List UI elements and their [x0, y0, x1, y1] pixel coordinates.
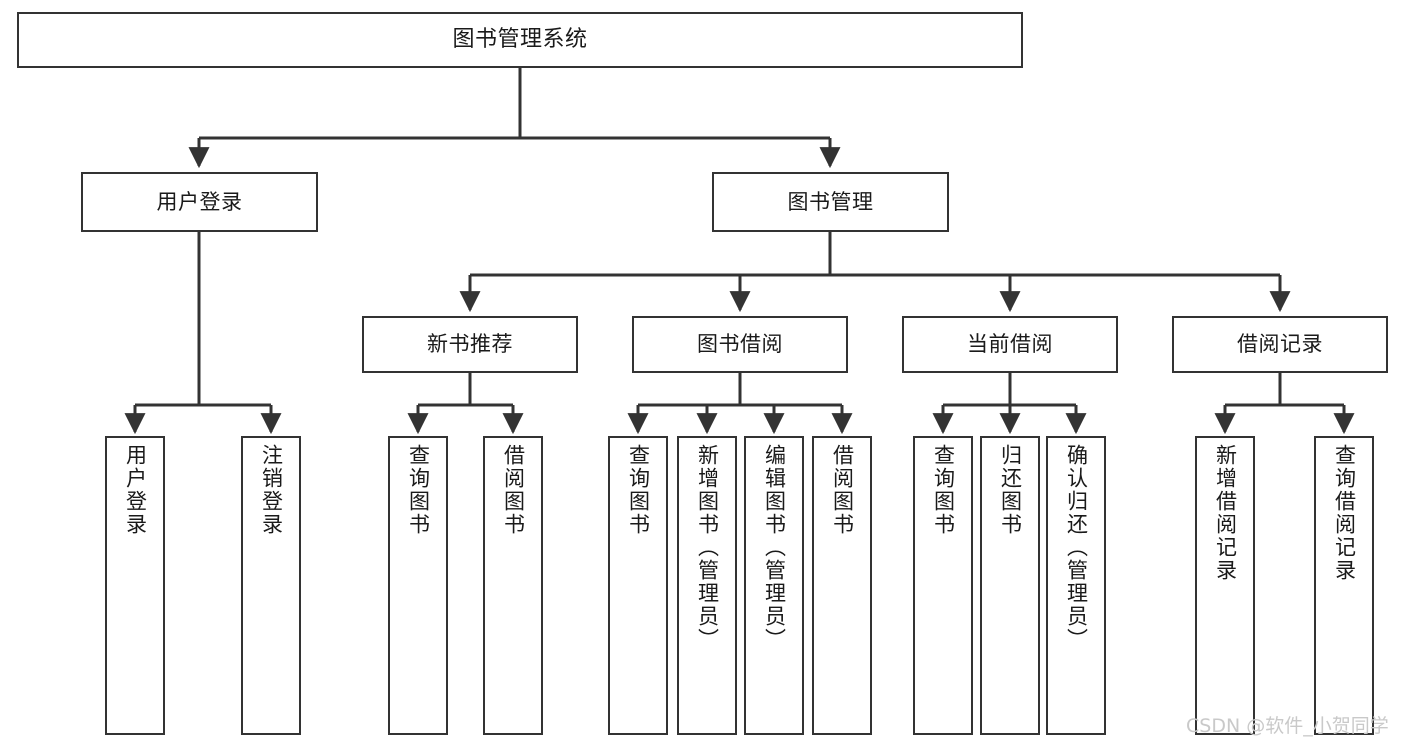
leaf-current-confirm-return-admin-label: 确认归还（管理员）	[1064, 444, 1089, 651]
leaf-borrow-add-book-admin-label: 新增图书（管理员）	[695, 444, 720, 651]
leaf-borrow-query-book-label: 查询图书	[626, 444, 651, 536]
node-current-borrow[interactable]: 当前借阅	[902, 316, 1118, 373]
node-new-book-recommend[interactable]: 新书推荐	[362, 316, 578, 373]
leaf-current-query-book-label: 查询图书	[931, 444, 956, 536]
leaf-newbook-borrow-book-label: 借阅图书	[501, 444, 526, 536]
leaf-current-return-book[interactable]: 归还图书	[980, 436, 1040, 735]
node-new-book-recommend-label: 新书推荐	[427, 332, 513, 357]
node-book-management[interactable]: 图书管理	[712, 172, 949, 232]
leaf-newbook-query-book-label: 查询图书	[406, 444, 431, 536]
leaf-logout[interactable]: 注销登录	[241, 436, 301, 735]
leaf-borrow-edit-book-admin[interactable]: 编辑图书（管理员）	[744, 436, 804, 735]
leaf-borrow-borrow-book-label: 借阅图书	[830, 444, 855, 536]
leaf-record-query-record[interactable]: 查询借阅记录	[1314, 436, 1374, 735]
node-user-login-label: 用户登录	[156, 189, 243, 214]
node-book-borrow-label: 图书借阅	[697, 332, 783, 357]
leaf-borrow-add-book-admin[interactable]: 新增图书（管理员）	[677, 436, 737, 735]
node-book-borrow[interactable]: 图书借阅	[632, 316, 848, 373]
leaf-borrow-borrow-book[interactable]: 借阅图书	[812, 436, 872, 735]
node-user-login[interactable]: 用户登录	[81, 172, 318, 232]
leaf-record-query-record-label: 查询借阅记录	[1332, 444, 1357, 582]
leaf-borrow-query-book[interactable]: 查询图书	[608, 436, 668, 735]
leaf-newbook-query-book[interactable]: 查询图书	[388, 436, 448, 735]
leaf-record-add-record[interactable]: 新增借阅记录	[1195, 436, 1255, 735]
leaf-current-return-book-label: 归还图书	[998, 444, 1023, 536]
node-borrow-record[interactable]: 借阅记录	[1172, 316, 1388, 373]
node-borrow-record-label: 借阅记录	[1237, 332, 1323, 357]
leaf-borrow-edit-book-admin-label: 编辑图书（管理员）	[762, 444, 787, 651]
leaf-current-query-book[interactable]: 查询图书	[913, 436, 973, 735]
leaf-record-add-record-label: 新增借阅记录	[1213, 444, 1238, 582]
leaf-current-confirm-return-admin[interactable]: 确认归还（管理员）	[1046, 436, 1106, 735]
leaf-logout-label: 注销登录	[259, 444, 284, 536]
node-root-label: 图书管理系统	[452, 27, 588, 53]
leaf-user-login-label: 用户登录	[123, 444, 148, 536]
csdn-watermark: CSDN @软件_小贺同学	[1186, 715, 1389, 737]
leaf-newbook-borrow-book[interactable]: 借阅图书	[483, 436, 543, 735]
leaf-user-login[interactable]: 用户登录	[105, 436, 165, 735]
node-book-management-label: 图书管理	[787, 189, 874, 214]
node-root[interactable]: 图书管理系统	[17, 12, 1023, 68]
node-current-borrow-label: 当前借阅	[967, 332, 1053, 357]
